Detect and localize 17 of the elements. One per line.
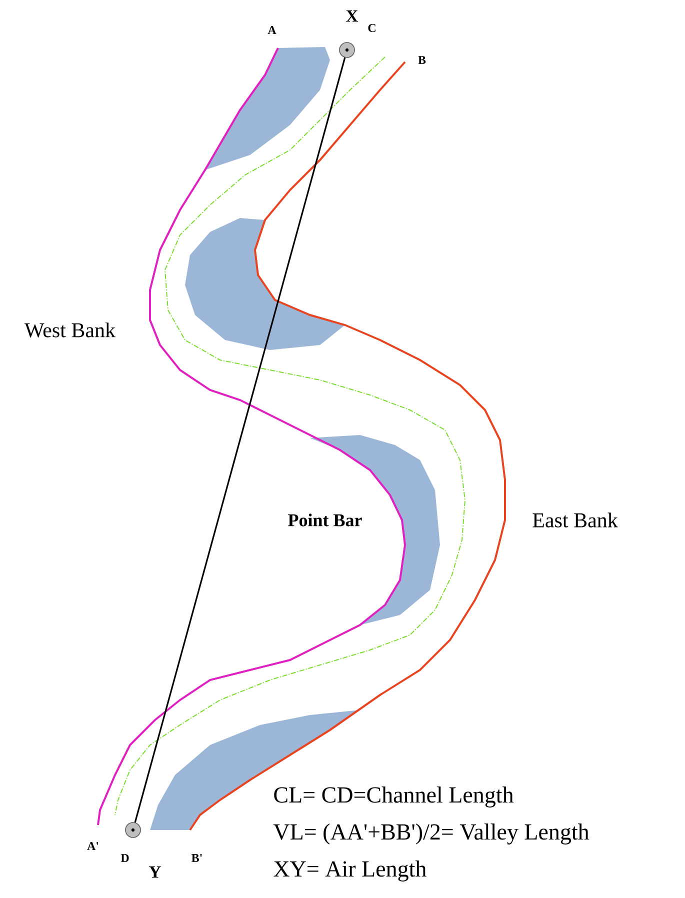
point-letter: C <box>368 24 376 32</box>
station-marker <box>125 822 141 838</box>
formula-text: CL= CD=Channel Length <box>274 786 514 808</box>
station-marker <box>339 42 355 58</box>
formula-text: VL= (AA'+BB')/2= Valley Length <box>273 824 590 844</box>
bar-label: Point Bar <box>288 514 362 526</box>
bank-label: East Bank <box>532 512 618 528</box>
point-letter: Y <box>149 866 161 878</box>
point-letter: B <box>418 56 426 64</box>
point-letter: B' <box>192 854 202 862</box>
point-letter: A <box>268 26 276 34</box>
line <box>134 57 346 823</box>
point-letter: D <box>120 854 129 862</box>
bank-label: West Bank <box>24 322 116 338</box>
point-letter: A' <box>87 842 98 850</box>
formula-text: XY= Air Length <box>274 860 426 882</box>
point-letter: X <box>346 10 358 22</box>
